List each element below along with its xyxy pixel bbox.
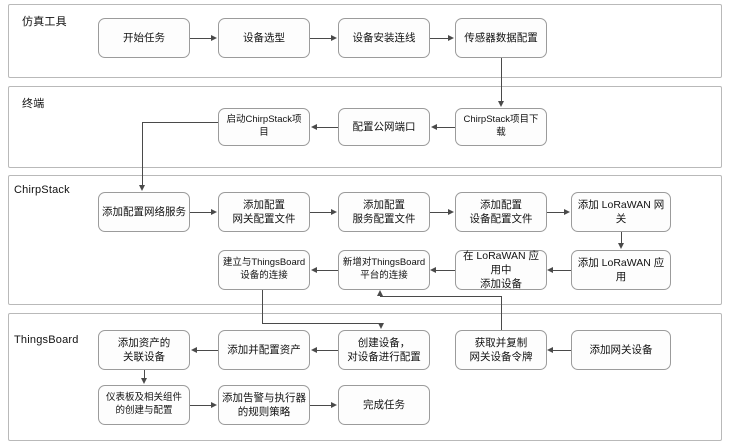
edge-tbdevice-to-createdevice-h: [262, 323, 381, 324]
arrowhead-lorawan-app: [617, 243, 624, 249]
edge-startproject-to-netservice-v: [142, 122, 143, 185]
swimlane-label-terminal: 终端: [22, 98, 45, 110]
node-device-selection[interactable]: 设备选型: [218, 18, 310, 58]
node-get-copy-gateway-token[interactable]: 获取并复制 网关设备令牌: [455, 330, 547, 370]
edge-token-to-tbplatform-v1: [501, 296, 502, 330]
edge-asset-to-relateddevice: [197, 350, 218, 351]
node-add-thingsboard-platform-connection[interactable]: 新增对ThingsBoard 平台的连接: [338, 250, 430, 290]
edge-startproject-to-netservice-h: [142, 122, 218, 123]
node-add-device-config-file[interactable]: 添加配置 设备配置文件: [455, 192, 547, 232]
arrowhead-token: [547, 346, 553, 353]
arrowhead-tbplatform-from-token: [376, 290, 383, 296]
swimlane-label-sim: 仿真工具: [22, 16, 67, 28]
node-add-lorawan-gateway[interactable]: 添加 LoRaWAN 网关: [571, 192, 671, 232]
arrowhead-svcconf: [331, 208, 337, 215]
edge-tbdevice-to-createdevice-v1: [262, 290, 263, 323]
arrowhead-tbplatform: [430, 266, 436, 273]
node-start-chirpstack-project[interactable]: 启动ChirpStack项目: [218, 108, 310, 146]
edge-createdevice-to-asset: [317, 350, 338, 351]
edge-devconf-to-lorawan-gateway: [547, 212, 565, 213]
node-add-configure-asset[interactable]: 添加并配置资产: [218, 330, 310, 370]
arrowhead-port: [431, 123, 437, 130]
node-configure-public-port[interactable]: 配置公网端口: [338, 108, 430, 146]
swimlane-label-chirpstack: ChirpStack: [14, 184, 70, 196]
node-add-gateway-device[interactable]: 添加网关设备: [571, 330, 671, 370]
node-sensor-data-config[interactable]: 传感器数据配置: [455, 18, 547, 58]
edge-alarmrule-to-finish: [310, 405, 332, 406]
arrowhead-install: [331, 34, 337, 41]
arrowhead-alarmrule: [211, 401, 217, 408]
node-add-gateway-config-file[interactable]: 添加配置 网关配置文件: [218, 192, 310, 232]
edge-tbplatform-to-tbdevice: [317, 270, 338, 271]
edge-selection-to-install: [310, 38, 332, 39]
edge-start-to-selection: [190, 38, 212, 39]
edge-relateddevice-to-dashboard: [144, 370, 145, 379]
arrowhead-asset: [311, 346, 317, 353]
arrowhead-netservice: [138, 185, 145, 191]
edge-download-to-port: [437, 127, 455, 128]
edge-gwconf-to-svcconf: [310, 212, 332, 213]
arrowhead-devconf: [448, 208, 454, 215]
edge-port-to-startproject: [317, 127, 338, 128]
swimlane-label-thingsboard: ThingsBoard: [14, 334, 79, 346]
arrowhead-lorawan-gateway: [564, 208, 570, 215]
arrowhead-startproject: [311, 123, 317, 130]
node-device-install-wiring[interactable]: 设备安装连线: [338, 18, 430, 58]
node-dashboard-create-configure[interactable]: 仪表板及相关组件 的创建与配置: [98, 385, 190, 425]
arrowhead-selection: [211, 34, 217, 41]
arrowhead-relateddevice: [191, 346, 197, 353]
node-add-lorawan-application[interactable]: 添加 LoRaWAN 应用: [571, 250, 671, 290]
edge-token-to-tbplatform-h: [380, 296, 501, 297]
edge-install-to-sensor: [430, 38, 449, 39]
arrowhead-gwconf: [211, 208, 217, 215]
arrowhead-dashboard: [140, 378, 147, 384]
edge-lorawan-app-to-adddevice: [553, 270, 571, 271]
node-build-thingsboard-device-connection[interactable]: 建立与ThingsBoard 设备的连接: [218, 250, 310, 290]
arrowhead-tbdevice: [311, 266, 317, 273]
arrowhead-sensor: [448, 34, 454, 41]
node-chirpstack-project-download[interactable]: ChirpStack项目下载: [455, 108, 547, 146]
edge-adddevice-to-tbplatform: [436, 270, 455, 271]
node-add-asset-related-device[interactable]: 添加资产的 关联设备: [98, 330, 190, 370]
edge-lorawan-gateway-to-app: [621, 232, 622, 244]
edge-gatewaydevice-to-token: [553, 350, 571, 351]
arrowhead-finish: [331, 401, 337, 408]
arrowhead-createdevice: [377, 323, 384, 329]
node-add-network-service[interactable]: 添加配置网络服务: [98, 192, 190, 232]
node-start-task[interactable]: 开始任务: [98, 18, 190, 58]
node-add-device-in-lorawan-app[interactable]: 在 LoRaWAN 应用中 添加设备: [455, 250, 547, 290]
edge-sensor-to-download: [501, 58, 502, 102]
arrowhead-download: [497, 101, 504, 107]
node-create-configure-device[interactable]: 创建设备， 对设备进行配置: [338, 330, 430, 370]
arrowhead-adddevice: [547, 266, 553, 273]
node-finish-task[interactable]: 完成任务: [338, 385, 430, 425]
edge-svcconf-to-devconf: [430, 212, 449, 213]
node-add-service-config-file[interactable]: 添加配置 服务配置文件: [338, 192, 430, 232]
node-add-alarm-actuator-rule[interactable]: 添加告警与执行器 的规则策略: [218, 385, 310, 425]
edge-dashboard-to-alarmrule: [190, 405, 212, 406]
edge-netservice-to-gwconf: [190, 212, 212, 213]
